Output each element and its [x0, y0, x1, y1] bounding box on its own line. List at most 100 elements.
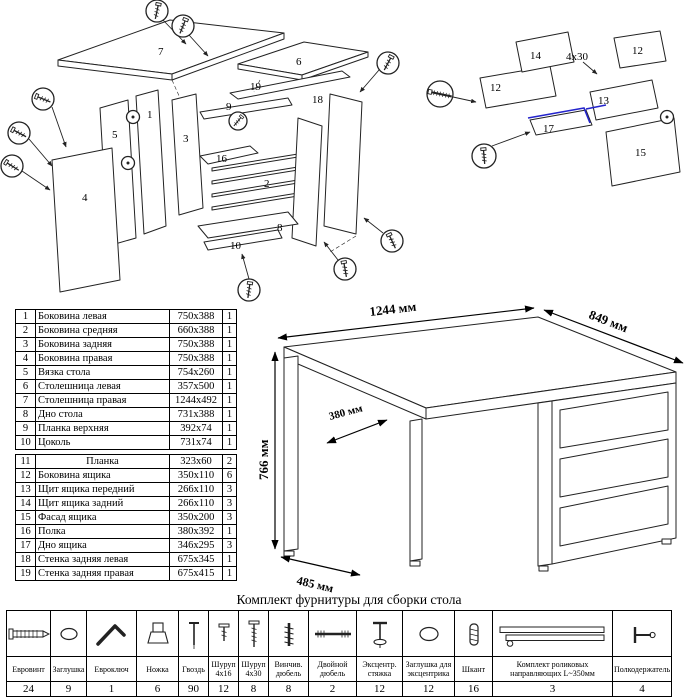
part-qty: 1 [222, 552, 237, 567]
part-number-label: 4 [82, 192, 88, 204]
part-size: 675x345 [169, 552, 223, 567]
part-size: 731x388 [169, 407, 223, 422]
shelf-pin-icon [633, 626, 656, 643]
part-size: 357x500 [169, 379, 223, 394]
hardware-name: Винчив. дюбель [268, 656, 309, 682]
cam-bolt-icon [372, 621, 387, 648]
part-qty: 1 [222, 365, 237, 380]
part-number: 19 [15, 566, 36, 581]
hardware-name: Шкант [454, 656, 493, 682]
part-size: 346x295 [169, 538, 223, 553]
euroscrew-icon [8, 628, 50, 639]
parts-table-row: 12 Боковина ящика 350x110 6 [15, 468, 237, 483]
exploded-desk-diagram: 7 6 19 18 5 1 3 9 16 2 8 10 4 [0, 0, 404, 302]
part-size: 675x415 [169, 566, 223, 581]
parts-table-2: 11 Планка 323x60 2 12 Боковина ящика 350… [15, 454, 237, 581]
dimension-width: 1244 мм [277, 299, 535, 341]
parts-table-row: 17 Дно ящика 346x295 3 [15, 538, 237, 553]
part-qty: 1 [222, 323, 237, 338]
hardware-qty: 16 [454, 681, 493, 697]
part-qty: 3 [222, 538, 237, 553]
part-qty: 1 [222, 393, 237, 408]
part-number: 10 [15, 435, 36, 450]
parts-table-row: 3 Боковина задняя 750x388 1 [15, 337, 237, 352]
parts-table-row: 6 Столешница левая 357x500 1 [15, 379, 237, 394]
panel-left-4 [51, 147, 121, 293]
hardware-qty: 4 [611, 681, 673, 697]
part-qty: 1 [222, 351, 237, 366]
parts-table-row: 5 Вязка стола 754x260 1 [15, 365, 237, 380]
part-number-label: 15 [635, 147, 647, 159]
screw-dowel-icon [283, 622, 294, 646]
hardware-name: Полкодержатель [611, 656, 673, 682]
hardware-qty: 8 [238, 681, 269, 697]
screw-4x30-icon [248, 620, 259, 647]
part-number-label: 5 [112, 129, 118, 141]
parts-list: 1 Боковина левая 750x388 1 2 Боковина ср… [15, 309, 237, 581]
hardware-qty: 24 [6, 681, 51, 697]
part-qty: 1 [222, 566, 237, 581]
part-name: Вязка стола [35, 365, 170, 380]
part-number: 8 [15, 407, 36, 422]
part-name: Стенка задняя левая [35, 552, 170, 567]
panel-back-3 [171, 93, 204, 216]
parts-table-row: 4 Боковина правая 750x388 1 [15, 351, 237, 366]
drawer-back-14 [515, 31, 575, 73]
part-number: 17 [15, 538, 36, 553]
part-number: 1 [15, 309, 36, 324]
part-name: Цоколь [35, 435, 170, 450]
part-number-label: 17 [543, 123, 555, 135]
panel-top-left-6 [237, 41, 369, 81]
cap-icon [59, 627, 78, 640]
hardware-qty: 12 [402, 681, 455, 697]
part-size: 266x110 [169, 482, 223, 497]
hardware-qty: 1 [86, 681, 137, 697]
part-size: 350x110 [169, 468, 223, 483]
hardware-kit-title: Комплект фурнитуры для сборки стола [236, 592, 462, 607]
part-name: Боковина ящика [35, 468, 170, 483]
part-number: 4 [15, 351, 36, 366]
part-name: Щит ящика задний [35, 496, 170, 511]
part-name: Дно стола [35, 407, 170, 422]
drawer-slides-icon [499, 626, 604, 647]
hardware-name: Евроключ [86, 656, 137, 682]
double-dowel-icon [314, 630, 351, 637]
part-number-label: 2 [264, 178, 270, 190]
part-number-label: 10 [230, 240, 242, 252]
panel-top-right-7 [57, 19, 285, 81]
part-number-label: 14 [530, 50, 542, 62]
parts-table-row: 16 Полка 380x392 1 [15, 524, 237, 539]
fastener-callout [426, 80, 477, 108]
parts-table-1: 1 Боковина левая 750x388 1 2 Боковина ср… [15, 309, 237, 450]
part-size: 266x110 [169, 496, 223, 511]
exploded-drawer-diagram: 4x30 12 14 12 13 17 15 [426, 30, 681, 187]
part-name: Боковина задняя [35, 337, 170, 352]
part-name: Боковина средняя [35, 323, 170, 338]
panel-side-1 [135, 89, 167, 235]
part-size: 1244x492 [169, 393, 223, 408]
part-size: 392x74 [169, 421, 223, 436]
hardware-qty: 2 [308, 681, 357, 697]
hardware-name: Евровинт [6, 656, 51, 682]
part-qty: 2 [222, 454, 237, 469]
part-name: Щит ящика передний [35, 482, 170, 497]
part-name: Фасад ящика [35, 510, 170, 525]
svg-text:1244 мм: 1244 мм [369, 299, 418, 319]
fastener-callout [0, 154, 51, 191]
part-name: Столешница левая [35, 379, 170, 394]
hardware-qty: 90 [178, 681, 209, 697]
part-qty: 1 [222, 421, 237, 436]
part-number-label: 12 [632, 45, 643, 57]
part-number-label: 8 [277, 222, 283, 234]
parts-table-row: 7 Столешница правая 1244x492 1 [15, 393, 237, 408]
dimension-inner: 380 мм [326, 402, 388, 444]
hardware-names-row: Евровинт Заглушка Евроключ Ножка Гвоздь … [6, 656, 673, 682]
fastener-callout [7, 121, 53, 167]
dimension-height: 766 мм [256, 351, 279, 550]
part-size: 750x388 [169, 351, 223, 366]
hardware-qty: 12 [356, 681, 403, 697]
part-number-label: 9 [226, 101, 232, 113]
part-number-label: 1 [147, 109, 153, 121]
drawer-front-13 [589, 79, 659, 121]
part-qty: 3 [222, 510, 237, 525]
